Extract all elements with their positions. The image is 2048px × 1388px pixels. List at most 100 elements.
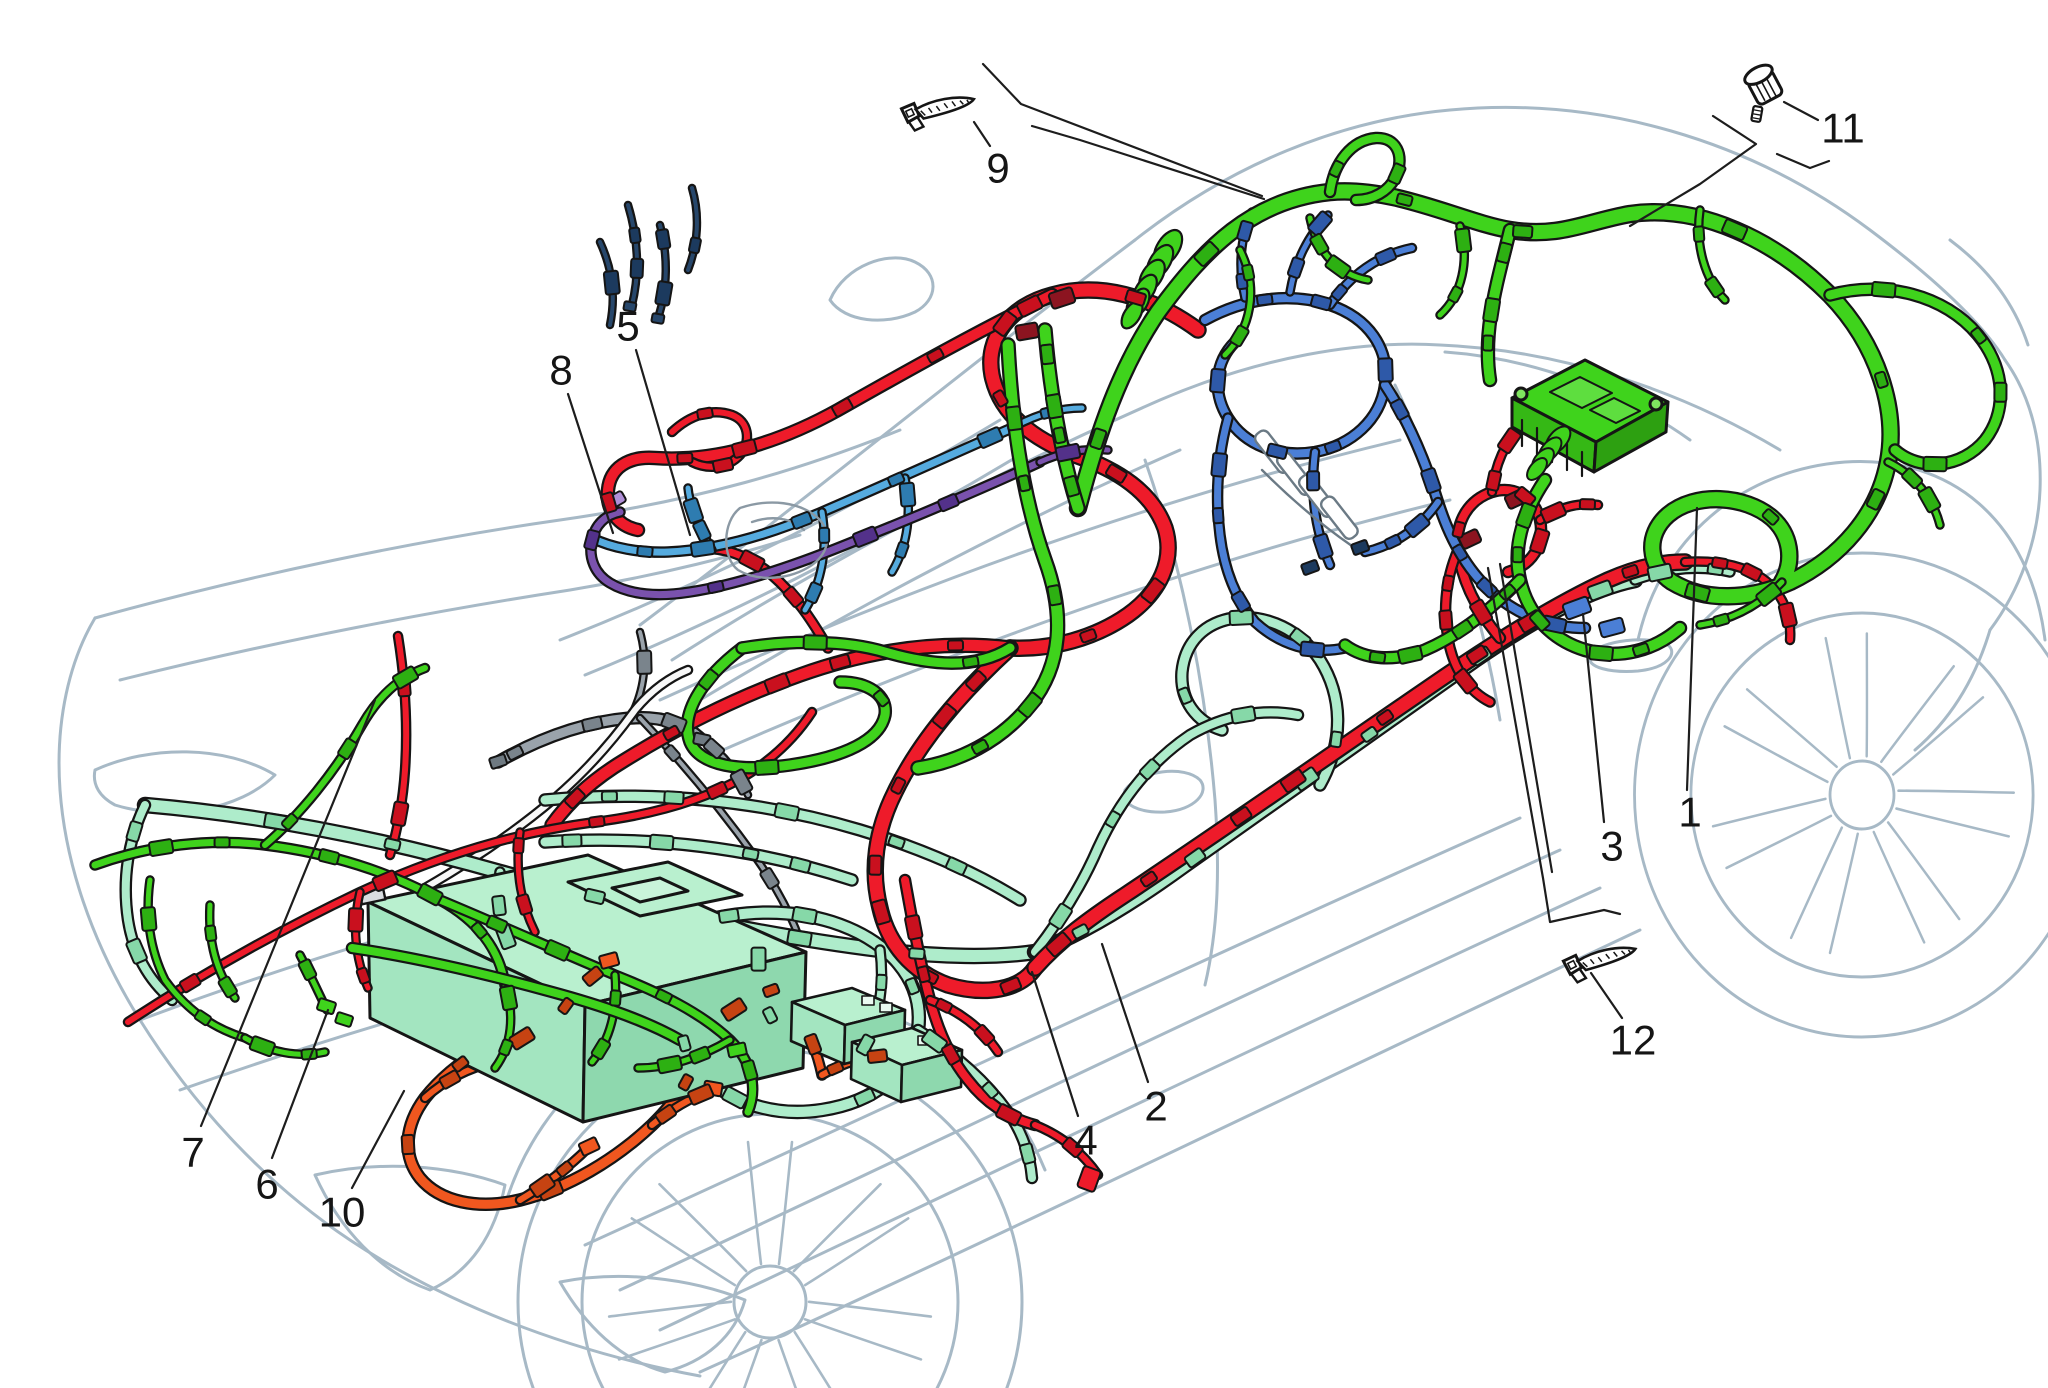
- connector: [1104, 463, 1128, 484]
- connector: [470, 921, 488, 940]
- connector: [1586, 579, 1614, 602]
- grille-opening-right: [558, 1274, 747, 1374]
- connector: [689, 539, 716, 558]
- connector: [1710, 556, 1729, 570]
- connector: [1329, 730, 1343, 749]
- connector: [887, 471, 906, 488]
- rear-door-handle: [1587, 638, 1674, 673]
- connector: [1079, 628, 1098, 644]
- callout-2-leader: [1100, 942, 1150, 1084]
- connector: [1307, 210, 1333, 237]
- connector: [1230, 590, 1251, 613]
- connector: [491, 894, 507, 917]
- connector: [973, 1023, 996, 1047]
- connector: [1054, 442, 1082, 463]
- callout-4-label: 4: [1074, 1117, 1097, 1164]
- connector: [826, 1060, 845, 1077]
- connector: [438, 1069, 462, 1090]
- connector: [729, 768, 754, 796]
- connector: [648, 833, 675, 852]
- connector: [1497, 427, 1522, 455]
- connector: [590, 1037, 612, 1061]
- connector: [750, 946, 767, 972]
- connector: [721, 1085, 749, 1110]
- connector: [870, 898, 892, 926]
- connector: [1447, 285, 1464, 304]
- sill-line-4: [698, 928, 1642, 1374]
- connector: [1451, 619, 1474, 640]
- connector: [600, 790, 618, 803]
- connector: [563, 787, 586, 810]
- connector: [561, 833, 583, 848]
- front-door-handle: [1122, 769, 1205, 814]
- connector: [1104, 810, 1122, 829]
- connector: [1323, 439, 1342, 455]
- connector: [125, 820, 144, 843]
- connector: [1045, 931, 1072, 958]
- connector: [528, 1173, 556, 1199]
- connector: [1299, 640, 1326, 659]
- connector: [1048, 902, 1073, 930]
- callout-6-label: 6: [255, 1161, 278, 1208]
- connector: [1138, 758, 1161, 781]
- connector: [1210, 451, 1229, 478]
- connector: [697, 668, 720, 691]
- connector: [926, 347, 945, 364]
- connector: [711, 456, 735, 474]
- connector: [887, 834, 906, 850]
- connector: [1529, 527, 1551, 555]
- connector: [347, 907, 365, 933]
- connector: [789, 856, 812, 874]
- connector: [451, 1055, 470, 1073]
- connector: [853, 1087, 877, 1107]
- connector: [904, 977, 921, 996]
- connector: [1193, 240, 1220, 267]
- connector: [1469, 598, 1494, 626]
- connector: [762, 982, 781, 998]
- callout-10-label: 10: [319, 1189, 366, 1236]
- connector: [1360, 725, 1379, 743]
- connector: [782, 585, 805, 608]
- connector: [1578, 498, 1597, 511]
- roof-line: [1133, 105, 2007, 362]
- connector: [717, 907, 740, 924]
- connector: [851, 525, 880, 548]
- cable-tie-icon: [899, 94, 978, 134]
- connector: [786, 928, 813, 948]
- callout-4-leader: [1030, 970, 1080, 1118]
- connector: [416, 882, 444, 907]
- connector: [654, 280, 674, 307]
- connector: [1377, 357, 1394, 383]
- callout-9-label: 9: [986, 145, 1009, 192]
- connector: [1482, 296, 1501, 324]
- battery-terminal: [610, 876, 690, 904]
- connector: [1511, 224, 1534, 240]
- connector: [1330, 283, 1349, 302]
- connector: [1046, 584, 1063, 607]
- connector: [1865, 488, 1886, 511]
- connector: [1712, 612, 1731, 628]
- connector: [628, 226, 642, 245]
- connector: [1704, 275, 1725, 299]
- connector: [1870, 280, 1897, 299]
- connector: [1993, 381, 2008, 403]
- connector: [213, 836, 231, 849]
- callout-11-leader: [1628, 114, 1758, 228]
- connector: [498, 984, 519, 1012]
- connector: [602, 269, 621, 296]
- connector: [1396, 644, 1424, 665]
- connector: [1229, 806, 1253, 827]
- connector: [1740, 562, 1763, 582]
- callout-8-leader: [566, 392, 615, 535]
- connector: [677, 1073, 694, 1092]
- connector: [940, 1043, 961, 1066]
- connector: [1368, 650, 1387, 665]
- connector: [217, 975, 238, 999]
- connector: [1286, 256, 1306, 279]
- connector: [581, 715, 604, 733]
- connector: [1177, 686, 1193, 705]
- connector: [1071, 923, 1090, 940]
- cable-tie-icon: [1561, 943, 1641, 986]
- connector: [1016, 294, 1044, 318]
